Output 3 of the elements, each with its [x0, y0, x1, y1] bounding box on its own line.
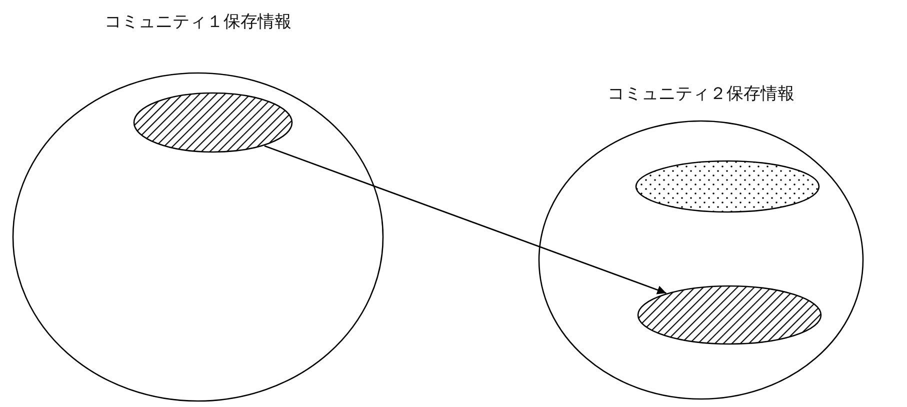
region-title: コミュニティ２保存情報: [608, 83, 794, 105]
arrow: [264, 145, 666, 294]
region-title: コミュニティ１保存情報: [104, 11, 292, 33]
